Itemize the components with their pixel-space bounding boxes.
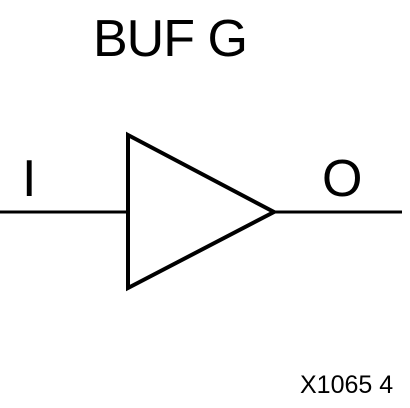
output-pin-label: O xyxy=(322,150,363,208)
component-title: BUF G xyxy=(93,10,248,68)
buffer-triangle xyxy=(126,131,279,292)
input-pin-label: I xyxy=(22,150,37,208)
figure-id-label: X1065 4 xyxy=(300,371,394,399)
